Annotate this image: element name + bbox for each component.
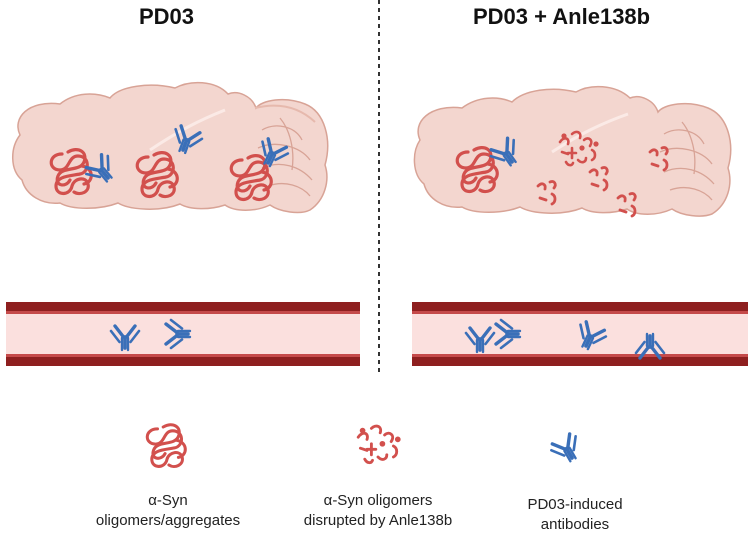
left-blood-vessel bbox=[6, 302, 360, 366]
antibody-icon bbox=[547, 430, 587, 469]
legend-aggregate-label: α-Syn oligomers/aggregates bbox=[93, 491, 243, 531]
aggregate-icon bbox=[145, 423, 187, 469]
legend-antibody-line1: PD03-induced bbox=[527, 496, 623, 513]
disrupted-oligomer-icon bbox=[356, 424, 401, 465]
right-blood-vessel bbox=[412, 302, 748, 366]
legend-aggregate-line1: α-Syn bbox=[148, 492, 188, 509]
legend-antibody-line2: antibodies bbox=[540, 516, 610, 533]
legend-disrupted-line1: α-Syn oligomers bbox=[323, 492, 433, 509]
legend-disrupted-line2: disrupted by Anle138b bbox=[303, 512, 453, 529]
legend-aggregate-line2: oligomers/aggregates bbox=[95, 512, 241, 529]
legend-antibody-label: PD03-induced antibodies bbox=[505, 495, 645, 535]
right-brain bbox=[413, 85, 732, 218]
legend-disrupted-label: α-Syn oligomers disrupted by Anle138b bbox=[293, 491, 463, 531]
left-panel-title: PD03 bbox=[139, 4, 195, 29]
right-panel-title: PD03 + Anle138b bbox=[473, 4, 651, 29]
left-brain bbox=[12, 81, 329, 214]
